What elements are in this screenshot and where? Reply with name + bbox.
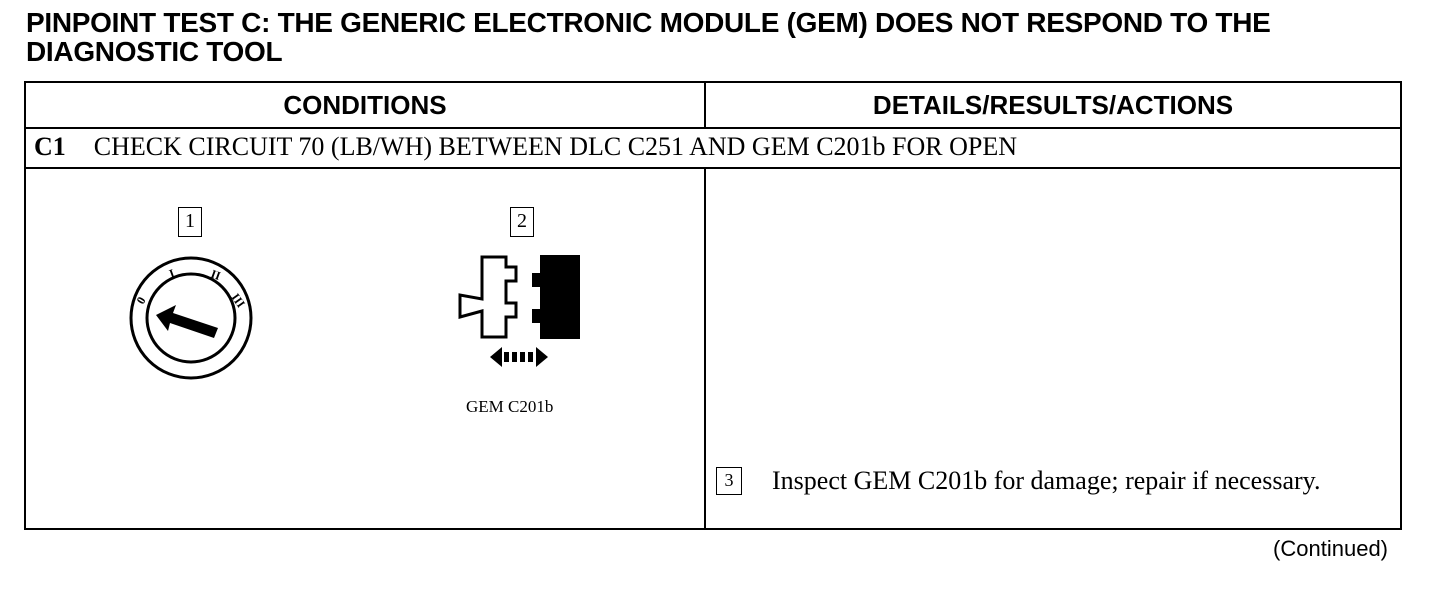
step-number-2: 2 [510, 207, 534, 237]
column-divider [704, 83, 706, 127]
step-number-1: 1 [178, 207, 202, 237]
ignition-position-1: I [167, 266, 176, 281]
ignition-switch-icon: 0 I II III [129, 256, 253, 380]
step-title: CHECK CIRCUIT 70 (LB/WH) BETWEEN DLC C25… [93, 132, 1018, 161]
continued-label: (Continued) [1273, 536, 1388, 561]
action-text: Inspect GEM C201b for damage; repair if … [772, 466, 1321, 495]
connector-disconnect-icon [458, 255, 580, 367]
page-title: PINPOINT TEST C: THE GENERIC ELECTRONIC … [26, 7, 1271, 67]
table-header-row: CONDITIONS DETAILS/RESULTS/ACTIONS [26, 83, 1400, 129]
column-divider [704, 167, 706, 528]
step-heading: C1 CHECK CIRCUIT 70 (LB/WH) BETWEEN DLC C… [34, 131, 1017, 163]
connector-label: GEM C201b [466, 397, 554, 416]
conditions-header: CONDITIONS [283, 90, 447, 120]
pinpoint-table: CONDITIONS DETAILS/RESULTS/ACTIONS C1 CHE… [24, 81, 1402, 530]
step-row: C1 CHECK CIRCUIT 70 (LB/WH) BETWEEN DLC C… [26, 127, 1400, 169]
step-number-3: 3 [716, 467, 742, 495]
step-id: C1 [34, 132, 66, 161]
details-header: DETAILS/RESULTS/ACTIONS [872, 90, 1234, 120]
